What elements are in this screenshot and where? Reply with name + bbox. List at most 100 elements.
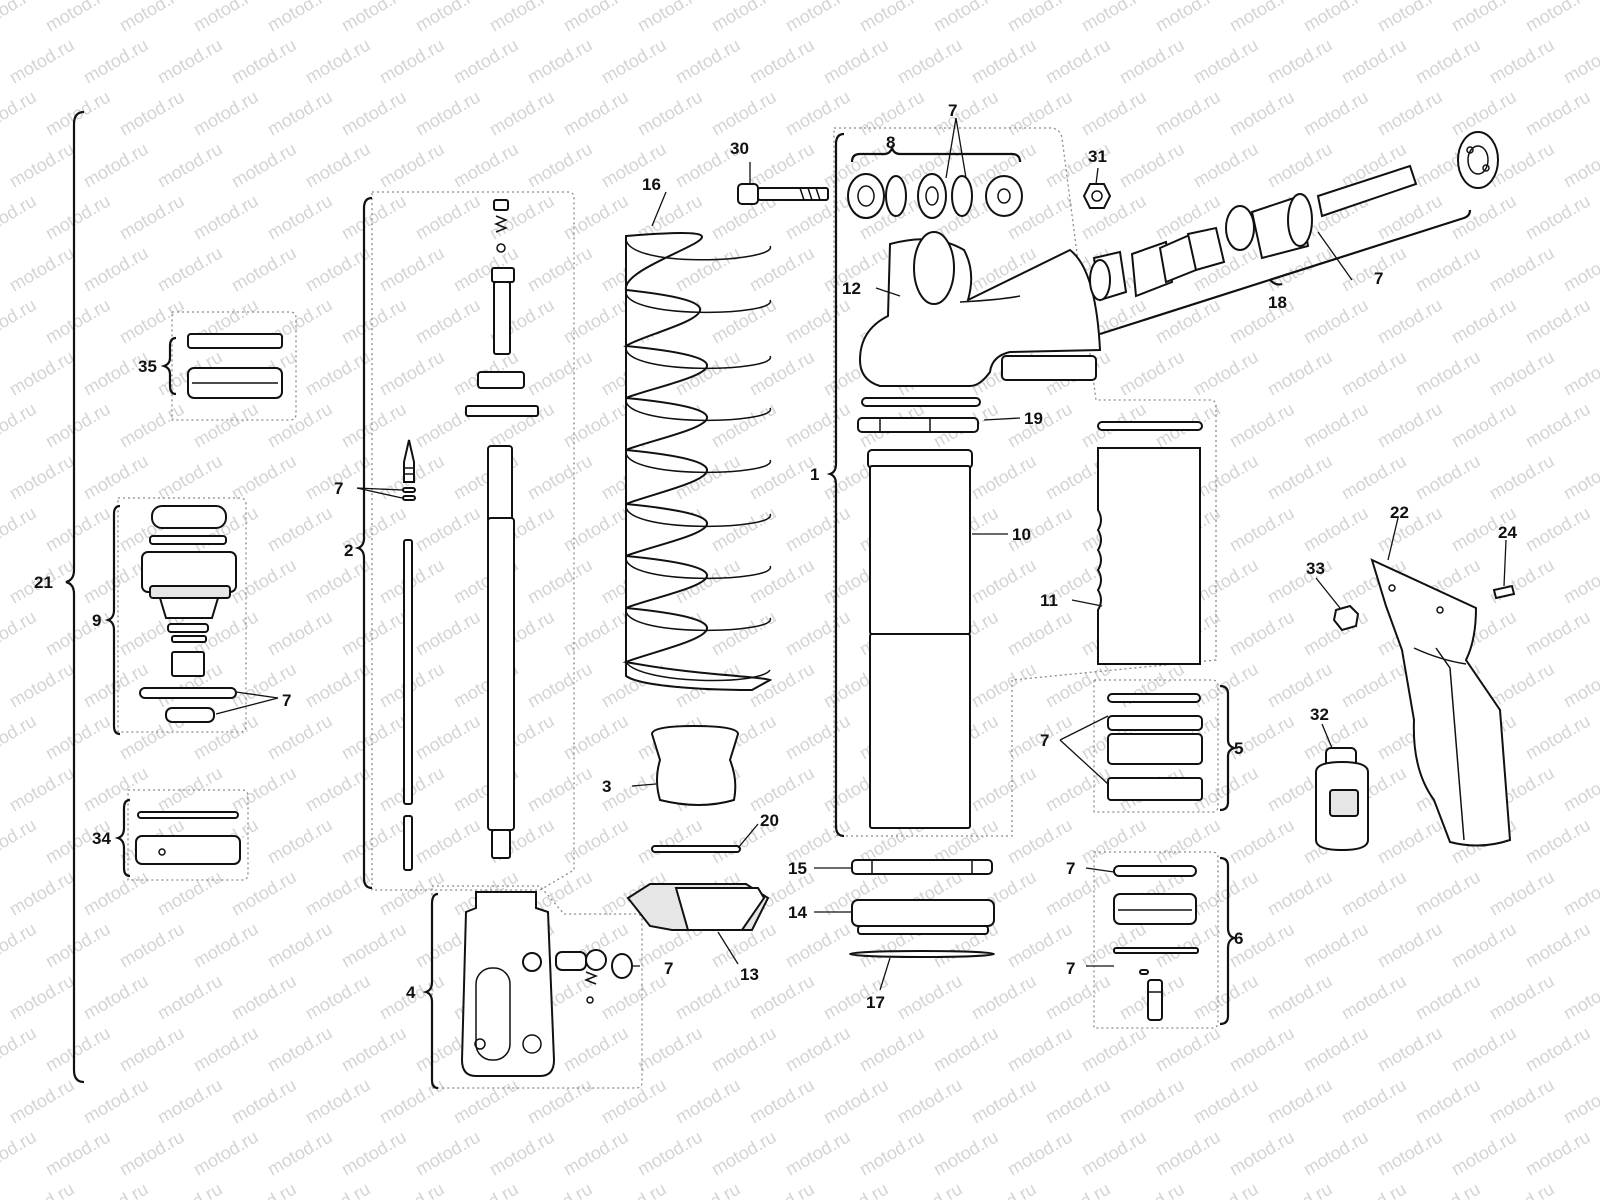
watermark-text: motod.ru [782, 1023, 854, 1076]
watermark-text: motod.ru [0, 1023, 40, 1076]
brace-18 [1099, 209, 1472, 336]
watermark-text: motod.ru [1004, 1127, 1076, 1180]
watermark-text: motod.ru [1522, 0, 1594, 35]
watermark-text: motod.ru [1338, 35, 1410, 88]
watermark-text: motod.ru [1152, 295, 1224, 348]
watermark-text: motod.ru [1264, 347, 1336, 400]
watermark-text: motod.ru [80, 243, 152, 296]
watermark-text: motod.ru [1300, 399, 1372, 452]
watermark-text: motod.ru [1264, 659, 1336, 712]
watermark-text: motod.ru [376, 1075, 448, 1128]
watermark-text: motod.ru [746, 451, 818, 504]
watermark-text: motod.ru [1226, 0, 1298, 35]
coil-spring-part [622, 232, 773, 692]
watermark-text: motod.ru [560, 0, 632, 35]
watermark-text: motod.ru [376, 243, 448, 296]
watermark-text: motod.ru [746, 35, 818, 88]
watermark-text: motod.ru [1078, 919, 1150, 972]
callout-8: 8 [886, 133, 895, 152]
watermark-text: motod.ru [228, 139, 300, 192]
watermark-text: motod.ru [930, 1127, 1002, 1180]
watermark-text: motod.ru [1522, 1127, 1594, 1180]
watermark-text: motod.ru [80, 1179, 152, 1200]
watermark-text: motod.ru [1560, 1075, 1600, 1128]
watermark-text: motod.ru [968, 659, 1040, 712]
sleeve-part [1096, 421, 1203, 665]
watermark-text: motod.ru [746, 555, 818, 608]
watermark-text: motod.ru [80, 659, 152, 712]
watermark-text: motod.ru [1338, 451, 1410, 504]
watermark-text: motod.ru [190, 399, 262, 452]
watermark-text: motod.ru [1338, 659, 1410, 712]
watermark-text: motod.ru [0, 659, 4, 712]
watermark-text: motod.ru [450, 1179, 522, 1200]
watermark-text: motod.ru [228, 451, 300, 504]
watermark-text: motod.ru [0, 503, 40, 556]
watermark-text: motod.ru [116, 295, 188, 348]
watermark-text: motod.ru [1522, 607, 1594, 660]
watermark-text: motod.ru [42, 919, 114, 972]
watermark-text: motod.ru [6, 867, 78, 920]
watermark-text: motod.ru [228, 971, 300, 1024]
watermark-text: motod.ru [1560, 971, 1600, 1024]
spring-seat-part [626, 883, 770, 931]
watermark-text: motod.ru [338, 815, 410, 868]
watermark-text: motod.ru [0, 87, 40, 140]
watermark-text: motod.ru [1226, 607, 1298, 660]
watermark-text: motod.ru [1078, 0, 1150, 35]
watermark-text: motod.ru [228, 763, 300, 816]
watermark-text: motod.ru [1264, 35, 1336, 88]
callout-20: 20 [760, 811, 779, 830]
callout-7-valve: 7 [1374, 269, 1383, 288]
watermark-text: motod.ru [1190, 1179, 1262, 1200]
watermark-text: motod.ru [524, 1075, 596, 1128]
brace-8 [850, 144, 1022, 163]
watermark-text: motod.ru [524, 763, 596, 816]
watermark-text: motod.ru [1078, 1127, 1150, 1180]
watermark-text: motod.ru [524, 1179, 596, 1200]
watermark-text: motod.ru [1004, 87, 1076, 140]
watermark-text: motod.ru [524, 139, 596, 192]
braces [65, 110, 1472, 1090]
watermark-text: motod.ru [338, 399, 410, 452]
oil-bottle-part [1315, 747, 1369, 852]
watermark-text: motod.ru [1338, 971, 1410, 1024]
watermark-text: motod.ru [1448, 919, 1520, 972]
watermark-text: motod.ru [894, 1179, 966, 1200]
top-mount-hardware [737, 173, 1112, 219]
callout-35: 35 [138, 357, 157, 376]
callout-2: 2 [344, 541, 353, 560]
watermark-text: motod.ru [154, 1075, 226, 1128]
watermark-text: motod.ru [1190, 139, 1262, 192]
watermark-text: motod.ru [228, 867, 300, 920]
watermark-text: motod.ru [80, 555, 152, 608]
watermark-text: motod.ru [1412, 1179, 1484, 1200]
watermark-text: motod.ru [302, 555, 374, 608]
callout-18: 18 [1268, 293, 1287, 312]
watermark-text: motod.ru [154, 139, 226, 192]
watermark-text: motod.ru [968, 1075, 1040, 1128]
watermark-text: motod.ru [1116, 659, 1188, 712]
watermark-text: motod.ru [154, 763, 226, 816]
watermark-text: motod.ru [746, 763, 818, 816]
watermark-text: motod.ru [80, 1075, 152, 1128]
watermark-text: motod.ru [1226, 87, 1298, 140]
watermark-text: motod.ru [190, 919, 262, 972]
watermark-text: motod.ru [1042, 659, 1114, 712]
thin-washer-part [651, 845, 741, 853]
callout-19: 19 [1024, 409, 1043, 428]
group-borders [117, 127, 1219, 1089]
watermark-text: motod.ru [1560, 555, 1600, 608]
watermark-text: motod.ru [0, 35, 4, 88]
watermark-text: motod.ru [1338, 1179, 1410, 1200]
watermark-text: motod.ru [154, 243, 226, 296]
watermark-text: motod.ru [1264, 1179, 1336, 1200]
watermark-text: motod.ru [782, 0, 854, 35]
brace-6 [1219, 856, 1238, 1026]
watermark-text: motod.ru [782, 399, 854, 452]
watermark-text: motod.ru [968, 971, 1040, 1024]
watermark-text: motod.ru [6, 139, 78, 192]
watermark-text: motod.ru [1522, 919, 1594, 972]
